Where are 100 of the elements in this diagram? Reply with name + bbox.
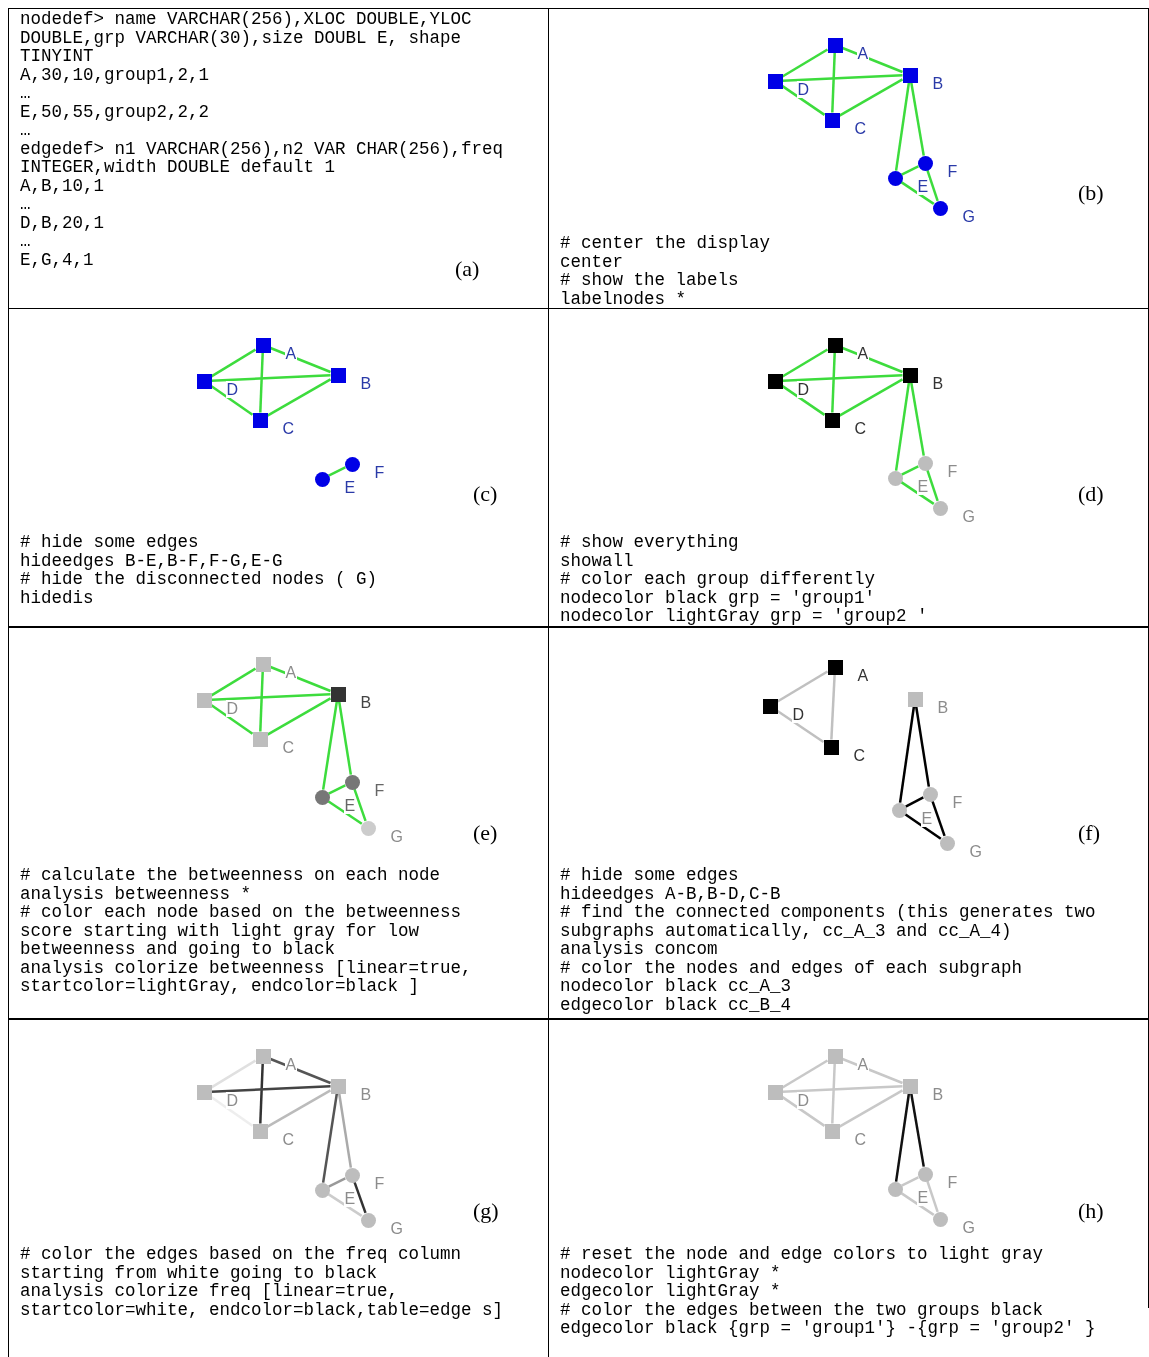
graph-edge — [894, 382, 911, 471]
graph-edge — [926, 169, 939, 202]
node-letter: G — [961, 508, 976, 525]
node-letter: D — [225, 381, 240, 398]
code-line: # hide some edges — [20, 533, 200, 552]
graph-edge — [782, 374, 903, 382]
graph-edge — [266, 697, 332, 736]
node-letter: B — [359, 694, 373, 711]
graph-edge — [904, 813, 942, 840]
graph-edge — [842, 1057, 903, 1085]
node-letter: A — [856, 1056, 870, 1073]
graph-edge — [210, 704, 254, 735]
panel-label: (d) — [1078, 482, 1104, 506]
code-line: nodecolor lightGray * — [560, 1263, 781, 1282]
node-letter: C — [281, 420, 296, 437]
code-line: … — [20, 121, 31, 140]
graph-edge — [321, 1093, 339, 1183]
node-letter: B — [931, 75, 945, 92]
node-letter: D — [791, 706, 806, 723]
graph-edge — [270, 346, 331, 374]
graph-edge — [831, 52, 836, 113]
code-line: # color each group differently — [560, 570, 877, 589]
code-line: showall — [560, 551, 634, 570]
graph-edge — [910, 1093, 925, 1167]
code-line: # hide the disconnected nodes ( G) — [20, 570, 379, 589]
node-letter: F — [373, 1175, 386, 1192]
node-letter: C — [853, 1131, 868, 1148]
code-line: nodedef> name VARCHAR(256),XLOC DOUBLE,YLOC DOUBLE,grp VARCHAR(30),size DOUBL E, shape TINYINT — [20, 10, 473, 66]
node-letter: A — [284, 345, 298, 362]
node-letter: G — [389, 828, 404, 845]
code-line: A,B,10,1 — [20, 176, 105, 195]
code-line: hideedges B-E,B-F,F-G,E-G — [20, 551, 284, 570]
graph-edge — [211, 693, 331, 701]
graph-edge — [328, 466, 346, 477]
node-letter: G — [389, 1220, 404, 1237]
code-line: E,G,4,1 — [20, 250, 95, 269]
code-line: analysis colorize freq [linear=true, startcolor=white, endcolor=black,table=edge s] — [20, 1282, 505, 1319]
graph-edge — [210, 1059, 257, 1089]
node-letter: A — [856, 345, 870, 362]
graph-edge — [781, 348, 829, 378]
graph-edge — [914, 706, 931, 787]
node-letter: A — [284, 1056, 298, 1073]
graph-edge — [842, 46, 903, 74]
graph-edge — [259, 671, 264, 732]
graph-edge — [838, 78, 904, 117]
graph-edge — [337, 1093, 353, 1168]
graph-edge — [781, 1059, 829, 1089]
node-letter: A — [856, 667, 870, 684]
code-line: # calculate the betweenness on each node — [20, 866, 442, 885]
graph-edge — [831, 1063, 836, 1124]
code-line: edgecolor black cc_B_4 — [560, 995, 793, 1014]
panel-label: (a) — [455, 257, 480, 281]
node-letter: A — [856, 45, 870, 62]
node-letter: E — [920, 810, 934, 827]
graph-edge — [353, 1181, 367, 1214]
node-letter: E — [343, 479, 357, 496]
code-line: nodecolor black grp = 'group1' — [560, 588, 877, 607]
code-line: # show everything — [560, 533, 740, 552]
node-letter: B — [931, 375, 945, 392]
graph-edge — [838, 378, 904, 417]
code-line: hideedges A-B,B-D,C-B — [560, 884, 782, 903]
node-letter: E — [916, 178, 930, 195]
graph-edge — [266, 378, 332, 417]
code-line: … — [20, 84, 31, 103]
code-line: edgedef> n1 VARCHAR(256),n2 VAR CHAR(256),freq INTEGER,width DOUBLE default 1 — [20, 139, 505, 177]
node-letter: B — [359, 1086, 373, 1103]
node-letter: C — [281, 1131, 296, 1148]
code-line: analysis colorize betweenness [linear=true, startcolor=lightGray, endcolor=black ] — [20, 958, 473, 996]
graph-edge — [900, 1192, 935, 1216]
code-line: # find the connected components (this generates two subgraphs automatically, cc_A_3 and cc_A_4) — [560, 903, 1097, 940]
graph-edge — [842, 346, 903, 374]
graph-edge — [894, 82, 911, 171]
graph-edge — [900, 181, 935, 205]
panel-label: (g) — [473, 1199, 499, 1223]
graph-edge — [210, 385, 254, 416]
code-line: D,B,20,1 — [20, 213, 105, 232]
code-line: E,50,55,group2,2,2 — [20, 102, 211, 121]
node-letter: A — [284, 664, 298, 681]
code-line: # center the display — [560, 234, 772, 253]
graph-edge — [782, 74, 903, 82]
node-letter: G — [961, 1219, 976, 1236]
code-line: A,30,10,group1,2,1 — [20, 65, 211, 84]
graph-edge — [931, 800, 946, 837]
node-letter: D — [225, 1092, 240, 1109]
panel-label: (c) — [473, 482, 498, 506]
graph-edge — [270, 1057, 331, 1085]
code-line: labelnodes * — [560, 289, 688, 308]
graph-edge — [210, 1096, 254, 1127]
code-line: # show the labels — [560, 271, 740, 290]
code-line: analysis concom — [560, 940, 718, 959]
graph-edge — [211, 374, 331, 382]
graph-edge — [776, 710, 825, 743]
graph-edge — [776, 670, 829, 703]
node-letter: C — [852, 747, 867, 764]
graph-edge — [926, 469, 939, 502]
node-letter: C — [853, 120, 868, 137]
node-letter: G — [968, 843, 983, 860]
node-letter: F — [946, 1174, 959, 1191]
code-line: # color the nodes and edges of each subgraph — [560, 958, 1024, 977]
graph-edge — [781, 1096, 826, 1127]
